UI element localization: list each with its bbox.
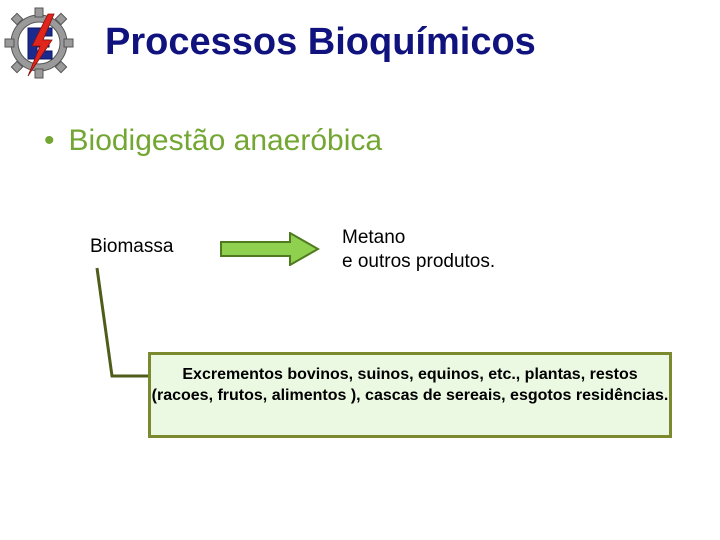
page-title: Processos Bioquímicos <box>105 21 536 63</box>
description-box: Excrementos bovinos, suinos, equinos, et… <box>148 352 672 438</box>
gear-e-lightning-logo-icon <box>4 7 74 79</box>
right-arrow-icon <box>220 232 320 266</box>
bullet-marker: • <box>44 124 55 157</box>
output-line-1: Metano <box>342 227 406 248</box>
lightning-bolt-icon <box>27 13 55 77</box>
output-line-2: e outros produtos. <box>342 251 496 272</box>
input-label: Biomassa <box>90 236 174 257</box>
bullet-text: Biodigestão anaeróbica <box>68 124 383 157</box>
bullet-item: • Biodigestão anaeróbica <box>44 124 382 158</box>
output-label: Metano e outros produtos. <box>342 226 495 274</box>
